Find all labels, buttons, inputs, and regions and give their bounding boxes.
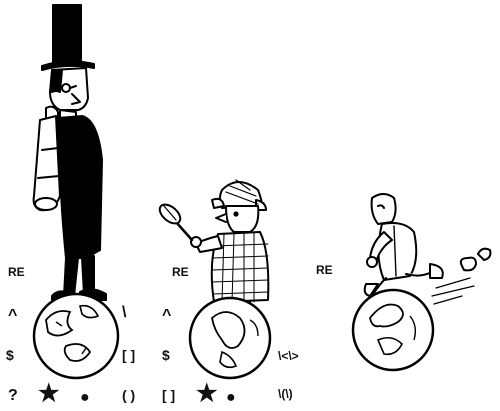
panel-2-caret: ^ <box>162 307 172 324</box>
detective-figure <box>158 179 270 313</box>
panel-2-dollar: $ <box>162 347 170 363</box>
panel-2-re-label: RE <box>172 265 189 279</box>
panel-1-brackets: [ ] <box>122 347 136 363</box>
panel-2-dot: ● <box>226 389 236 406</box>
globe-3 <box>351 288 435 372</box>
panel-1-parens: ( ) <box>122 387 136 403</box>
globe-1 <box>32 292 120 380</box>
gentleman-figure <box>32 4 107 301</box>
panel-1-question: ? <box>8 387 18 404</box>
panel-2-brackets: [ ] <box>162 387 176 403</box>
panel-1-star: ★ <box>38 380 60 407</box>
running-man-figure <box>363 193 492 305</box>
panel-2-star: ★ <box>196 380 218 407</box>
panel-2-word-anchors: \<\> <box>278 349 299 363</box>
panel-1-backslash: \ <box>122 304 127 321</box>
panel-1-dollar: $ <box>6 347 14 363</box>
panel-2-group: \(\) <box>278 387 293 401</box>
panel-1-caret: ^ <box>8 307 18 324</box>
panel-1-dot: ● <box>80 389 90 406</box>
panel-3-re-label: RE <box>316 263 333 277</box>
globe-2 <box>188 296 272 380</box>
panel-1-re-label: RE <box>8 265 25 279</box>
